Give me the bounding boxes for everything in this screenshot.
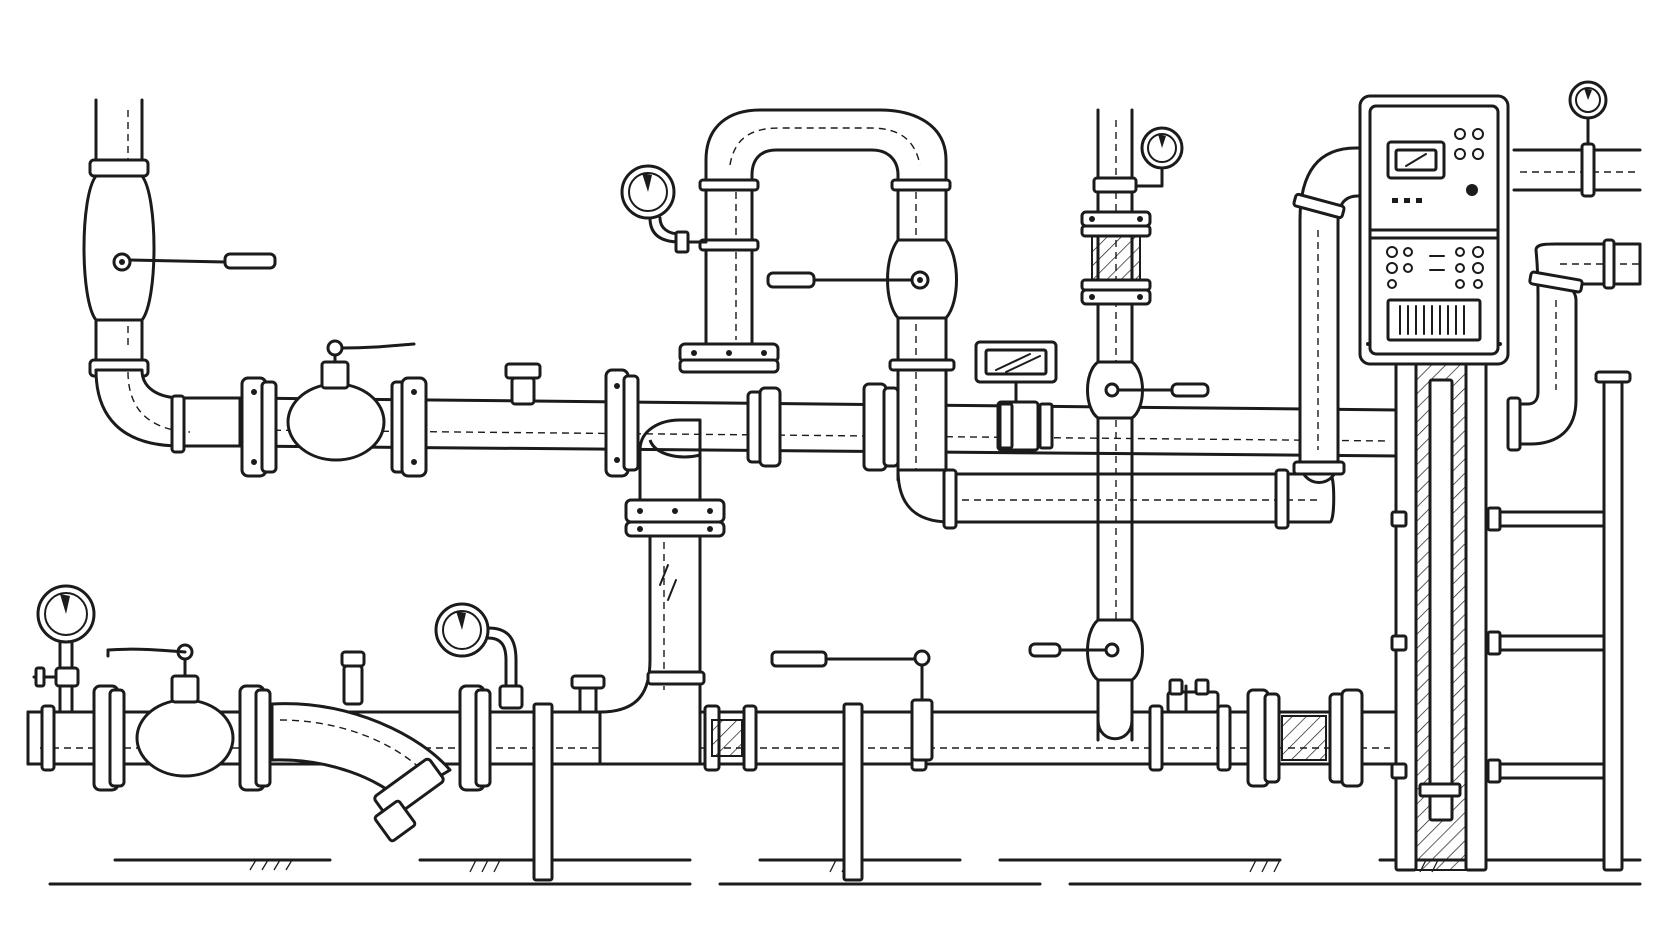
pipe-cap <box>504 362 542 406</box>
top-main-pipe <box>238 396 1402 458</box>
flow-meter-display <box>974 340 1058 452</box>
thermometer-probe-icon <box>128 252 277 270</box>
small-fittings <box>570 674 1220 714</box>
pressure-gauge-icon <box>1092 126 1184 194</box>
top-right-pipe <box>1512 80 1642 198</box>
inline-valve-bottom-right <box>1246 688 1364 788</box>
thermometer-probe-icon <box>766 271 914 289</box>
thermometer-probe-icon <box>770 649 934 762</box>
riser-to-panel <box>1292 146 1364 484</box>
pressure-gauge-icon <box>32 584 96 714</box>
pressure-gauge-icon <box>620 164 708 254</box>
angled-pipe-elbow <box>270 650 492 843</box>
right-elbow-pipe <box>1506 238 1642 452</box>
thermometer-probe-icon <box>1116 382 1210 398</box>
pipe-support-left <box>532 702 864 882</box>
thermometer-probe-icon <box>1028 642 1108 658</box>
top-left-elbow <box>94 368 242 454</box>
ball-valve-icon <box>92 643 272 792</box>
pressure-gauge-icon <box>434 602 524 710</box>
vertical-pipe-sight-glass <box>1080 108 1152 742</box>
support-frame <box>1390 358 1632 872</box>
control-panel-icon <box>1358 94 1510 366</box>
top-left-vertical-pipe <box>82 98 156 378</box>
u-loop-pipe <box>678 108 958 482</box>
flange-pair <box>604 368 900 478</box>
ball-valve-icon <box>240 339 428 478</box>
